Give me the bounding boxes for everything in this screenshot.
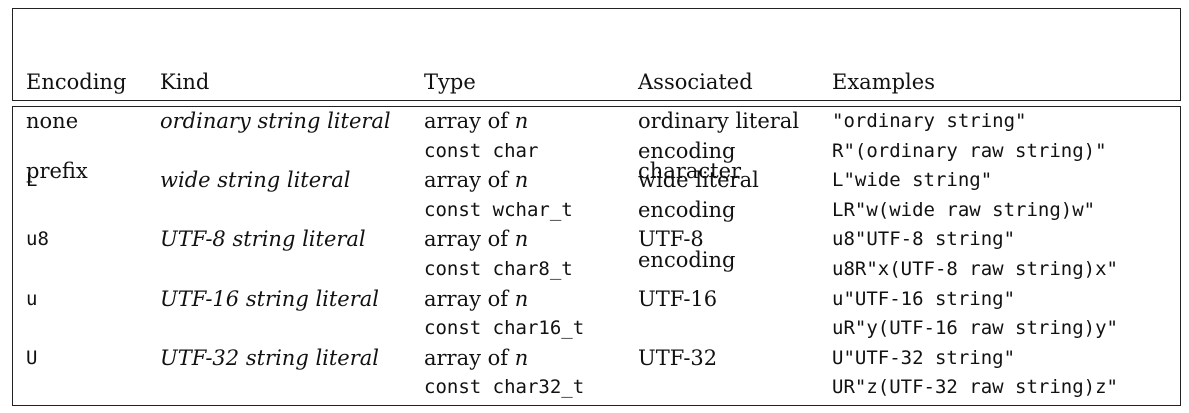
example-literals: "ordinary string" R"(ordinary raw string)… xyxy=(832,107,1107,166)
string-kind: UTF-32 string literal xyxy=(160,344,379,374)
associated-encoding: UTF-8 xyxy=(638,225,704,255)
example-literals: U"UTF-32 string" UR"z(UTF-32 raw string)z… xyxy=(832,344,1118,403)
table-body-frame xyxy=(12,106,1181,406)
string-kind: UTF-16 string literal xyxy=(160,285,379,315)
string-kind: ordinary string literal xyxy=(160,107,391,137)
element-type-line: array of n xyxy=(424,225,573,255)
type-prefix-text: array of xyxy=(424,168,515,193)
header-line: character xyxy=(638,158,742,183)
example-literals-line: LR"w(wide raw string)w" xyxy=(832,198,1096,221)
example-literals-line: u8"UTF-8 string" xyxy=(832,228,1016,251)
string-kind-line: UTF-32 string literal xyxy=(160,345,380,370)
encoding-prefix: L xyxy=(26,166,37,196)
example-literals-line: u8R"x(UTF-8 raw string)x" xyxy=(832,257,1118,280)
header-line: Kind xyxy=(160,70,210,95)
element-type-code: const wchar_t xyxy=(424,198,573,221)
type-n: n xyxy=(514,109,529,133)
table-header-frame xyxy=(12,8,1181,101)
string-kind: wide string literal xyxy=(160,166,350,196)
header-line: Type xyxy=(424,70,476,95)
encoding-prefix-line: U xyxy=(26,346,38,369)
type-n: n xyxy=(514,345,529,370)
element-type-code: const char8_t xyxy=(424,257,573,280)
encoding-prefix: none xyxy=(26,107,78,137)
associated-encoding-line: UTF-8 xyxy=(638,227,704,252)
type-prefix-text: array of xyxy=(424,227,515,252)
example-literals: u"UTF-16 string" uR"y(UTF-16 raw string)y… xyxy=(832,285,1118,344)
associated-encoding: wide literal encoding xyxy=(638,166,759,225)
header-line: Associated xyxy=(638,70,753,95)
associated-encoding: UTF-16 xyxy=(638,285,717,315)
string-kind-line: ordinary string literal xyxy=(160,109,391,133)
element-type-line: array of n xyxy=(424,166,573,196)
header-encoding-prefix: Encoding prefix xyxy=(26,9,126,216)
type-n: n xyxy=(514,286,529,311)
element-type-code: const char xyxy=(424,139,539,162)
header-line: encoding xyxy=(638,247,736,272)
encoding-prefix-line: L xyxy=(26,169,38,192)
type-prefix-text: array of xyxy=(424,345,515,370)
example-literals-line: R"(ordinary raw string)" xyxy=(832,139,1107,162)
encoding-prefix-line: none xyxy=(26,109,79,133)
associated-encoding: ordinary literal encoding xyxy=(638,107,799,166)
example-literals: u8"UTF-8 string" u8R"x(UTF-8 raw string)x… xyxy=(832,225,1118,284)
associated-encoding: UTF-32 xyxy=(638,344,717,374)
type-prefix-text: array of xyxy=(424,286,515,311)
type-prefix-text: array of xyxy=(424,109,515,133)
associated-encoding-line: ordinary literal xyxy=(638,109,800,133)
associated-encoding-line: encoding xyxy=(638,138,736,163)
example-literals: L"wide string" LR"w(wide raw string)w" xyxy=(832,166,1095,225)
string-kind-line: wide string literal xyxy=(160,168,351,193)
header-examples: Examples xyxy=(832,9,935,127)
string-kind-line: UTF-8 string literal xyxy=(160,227,366,252)
string-kind: UTF-8 string literal xyxy=(160,225,366,255)
encoding-prefix-line: u8 xyxy=(26,228,49,251)
type-n: n xyxy=(514,168,529,193)
element-type-line: array of n xyxy=(424,344,584,374)
element-type-code: const char16_t xyxy=(424,317,585,340)
encoding-prefix: u8 xyxy=(26,225,49,255)
header-line: Examples xyxy=(832,70,935,95)
string-kind-line: UTF-16 string literal xyxy=(160,286,380,311)
encoding-prefix: U xyxy=(26,344,37,374)
header-associated-encoding: Associated character encoding xyxy=(638,9,753,305)
associated-encoding-line: UTF-16 xyxy=(638,286,718,311)
type-n: n xyxy=(514,227,529,252)
example-literals-line: L"wide string" xyxy=(832,169,993,192)
example-literals-line: uR"y(UTF-16 raw string)y" xyxy=(832,317,1118,340)
associated-encoding-line: encoding xyxy=(638,197,736,222)
example-literals-line: u"UTF-16 string" xyxy=(832,287,1016,310)
example-literals-line: UR"z(UTF-32 raw string)z" xyxy=(832,376,1118,399)
element-type-code: const char32_t xyxy=(424,376,585,399)
example-literals-line: "ordinary string" xyxy=(832,110,1027,132)
element-type-line: array of n xyxy=(424,285,584,315)
element-type-line: array of n xyxy=(424,107,538,137)
header-type: Type xyxy=(424,9,476,127)
example-literals-line: U"UTF-32 string" xyxy=(832,346,1016,369)
encoding-prefix: u xyxy=(26,285,37,315)
encoding-prefix-line: u xyxy=(26,287,38,310)
header-line: prefix xyxy=(26,158,88,183)
associated-encoding-line: wide literal xyxy=(638,168,759,193)
header-line: Encoding xyxy=(26,70,127,95)
header-kind: Kind xyxy=(160,9,209,127)
associated-encoding-line: UTF-32 xyxy=(638,345,718,370)
